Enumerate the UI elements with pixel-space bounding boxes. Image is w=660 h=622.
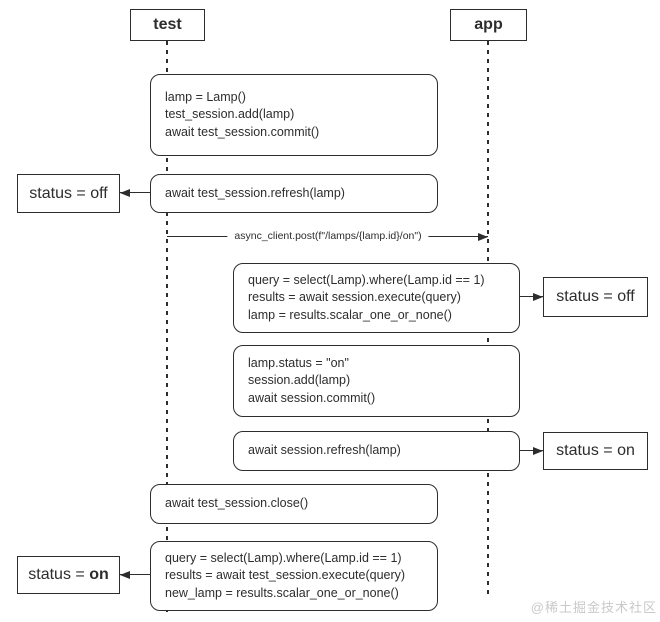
status-value: on bbox=[89, 566, 109, 583]
code-line: lamp = Lamp() bbox=[165, 89, 246, 104]
code-box-refresh-session: await session.refresh(lamp) bbox=[233, 431, 520, 471]
lifeline-test bbox=[166, 41, 168, 612]
arrow-to-status-on-left bbox=[120, 571, 150, 580]
code-box-close-session: await test_session.close() bbox=[150, 484, 438, 524]
code-line: query = select(Lamp).where(Lamp.id == 1) bbox=[248, 272, 485, 287]
status-value: on bbox=[617, 442, 635, 459]
code-box-query-lamp: query = select(Lamp).where(Lamp.id == 1)… bbox=[233, 263, 520, 333]
code-box-create-lamp: lamp = Lamp() test_session.add(lamp) awa… bbox=[150, 74, 438, 156]
status-note-on-left: status = on bbox=[17, 556, 120, 594]
status-text: status = bbox=[28, 566, 90, 583]
status-note-off-right: status = off bbox=[543, 277, 648, 317]
code-box-query-new-lamp: query = select(Lamp).where(Lamp.id == 1)… bbox=[150, 541, 438, 611]
arrow-to-status-off-left bbox=[120, 189, 150, 198]
arrow-to-status-on-right bbox=[520, 447, 543, 456]
message-arrow-label: async_client.post(f"/lamps/{lamp.id}/on"… bbox=[227, 230, 429, 242]
code-line: lamp.status = "on" bbox=[248, 355, 349, 370]
code-box-refresh-test-session: await test_session.refresh(lamp) bbox=[150, 174, 438, 213]
status-value: off bbox=[617, 288, 635, 305]
code-line: lamp = results.scalar_one_or_none() bbox=[248, 307, 452, 322]
status-note-on-right: status = on bbox=[543, 432, 648, 470]
code-line: session.add(lamp) bbox=[248, 373, 351, 388]
code-line: await session.refresh(lamp) bbox=[248, 443, 401, 458]
code-line: await test_session.commit() bbox=[165, 124, 320, 139]
actor-app-label: app bbox=[474, 16, 503, 33]
watermark: @稀土掘金技术社区 bbox=[530, 600, 657, 615]
code-line: await test_session.refresh(lamp) bbox=[165, 185, 345, 200]
status-text: status = bbox=[556, 288, 618, 305]
code-box-set-status: lamp.status = "on" session.add(lamp) awa… bbox=[233, 345, 520, 417]
code-line: query = select(Lamp).where(Lamp.id == 1) bbox=[165, 550, 402, 565]
code-line: new_lamp = results.scalar_one_or_none() bbox=[165, 585, 399, 600]
status-text: status = bbox=[556, 442, 618, 459]
actor-test: test bbox=[130, 9, 205, 41]
status-value: off bbox=[90, 184, 108, 202]
status-note-off-left: status = off bbox=[17, 174, 120, 213]
code-line: results = await test_session.execute(que… bbox=[165, 568, 406, 583]
code-line: await test_session.close() bbox=[165, 496, 309, 511]
code-line: await session.commit() bbox=[248, 390, 376, 405]
code-line: test_session.add(lamp) bbox=[165, 107, 295, 122]
status-text: status = bbox=[29, 184, 91, 202]
code-line: results = await session.execute(query) bbox=[248, 290, 461, 305]
actor-app: app bbox=[450, 9, 527, 41]
arrow-to-status-off-right bbox=[520, 293, 543, 302]
actor-test-label: test bbox=[153, 16, 182, 33]
